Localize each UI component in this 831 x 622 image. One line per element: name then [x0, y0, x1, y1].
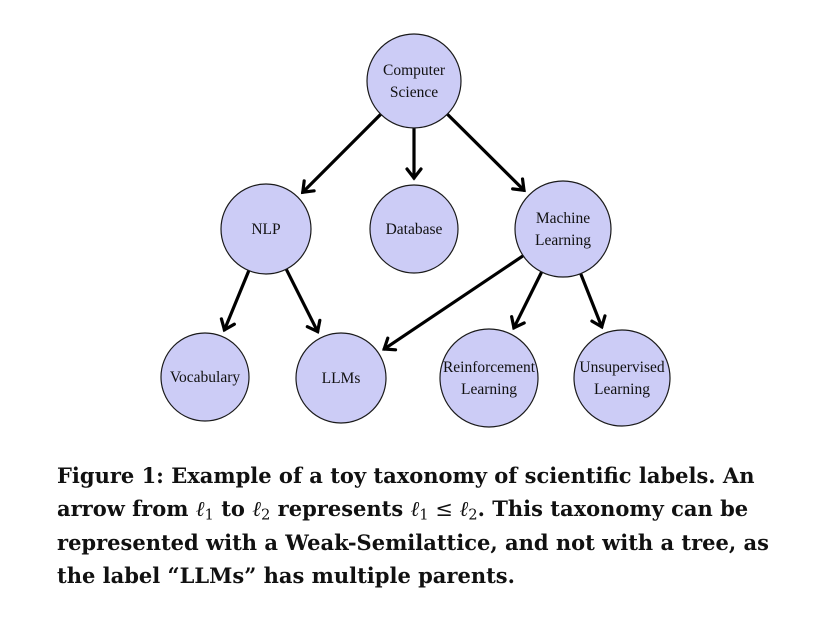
node-vocab: Vocabulary — [160, 332, 250, 422]
node-circle — [573, 329, 671, 427]
edge-ml-to-rl — [510, 271, 543, 331]
node-label: Vocabulary — [170, 369, 241, 386]
edges-layer — [219, 113, 607, 352]
math-leq: ≤ — [428, 497, 460, 521]
arrowhead — [590, 314, 607, 330]
edge-line — [446, 113, 526, 192]
edge-nlp-to-llms — [285, 268, 322, 334]
edge-ml-to-ul — [579, 272, 607, 330]
arrowhead — [219, 317, 236, 333]
caption-text: to — [213, 496, 253, 521]
caption-text: . This taxonomy can be — [477, 496, 749, 521]
node-label: Learning — [594, 381, 650, 398]
node-label: Science — [390, 84, 438, 101]
node-db: Database — [369, 184, 459, 274]
node-circle — [220, 183, 312, 275]
edge-nlp-to-vocab — [219, 269, 251, 333]
math-subscript: 1 — [419, 506, 429, 524]
math-subscript: 2 — [260, 506, 271, 524]
edge-ml-to-llms — [382, 254, 524, 352]
caption-line-4: the label “LLMs” has multiple parents. — [57, 563, 515, 588]
math-symbol: ℓ — [459, 497, 469, 521]
edge-line — [512, 271, 543, 330]
node-label: Learning — [461, 381, 517, 398]
caption-text: represents — [270, 496, 411, 521]
node-circle — [369, 184, 459, 274]
math-subscript: 1 — [204, 506, 214, 524]
node-circle — [514, 180, 612, 278]
node-circle — [295, 332, 387, 424]
arrowhead — [510, 315, 526, 331]
node-label: Learning — [535, 232, 591, 249]
caption-line-1: Figure 1: Example of a toy taxonomy of s… — [57, 463, 755, 488]
arrowhead — [405, 167, 423, 181]
edge-cs-to-nlp — [300, 113, 382, 195]
arrowhead — [382, 336, 398, 352]
node-label: Unsupervised — [579, 359, 664, 376]
math-symbol: ℓ — [410, 497, 420, 521]
math-symbol: ℓ — [195, 497, 205, 521]
node-circle — [160, 332, 250, 422]
node-label: Machine — [536, 210, 590, 227]
edge-cs-to-ml — [446, 113, 526, 193]
caption-line-3: represented with a Weak-Semilattice, and… — [57, 530, 769, 555]
caption-line-2: arrow from ℓ1 to ℓ2 represents ℓ1 ≤ ℓ2. … — [57, 492, 787, 526]
node-label: Reinforcement — [443, 359, 536, 376]
math-l1: ℓ1 — [195, 497, 214, 524]
arrowhead — [305, 318, 322, 334]
edge-cs-to-db — [405, 127, 423, 181]
node-label: Database — [386, 221, 443, 238]
arrowhead — [511, 177, 526, 193]
node-label: LLMs — [322, 370, 361, 387]
edge-line — [579, 272, 604, 329]
arrowhead — [300, 179, 316, 195]
math-l1: ℓ1 — [410, 497, 429, 524]
node-nlp: NLP — [220, 183, 312, 275]
node-llms: LLMs — [295, 332, 387, 424]
caption-text: arrow from — [57, 496, 196, 521]
math-subscript: 2 — [468, 506, 478, 524]
math-l2: ℓ2 — [459, 497, 478, 524]
math-symbol: ℓ — [252, 497, 261, 521]
edge-line — [382, 254, 524, 351]
edge-line — [285, 268, 320, 334]
node-label: Computer — [383, 62, 446, 79]
node-label: NLP — [251, 221, 280, 238]
node-circle — [366, 33, 462, 129]
math-l2: ℓ2 — [252, 497, 271, 524]
edge-line — [301, 113, 382, 194]
figure-caption: Figure 1: Example of a toy taxonomy of s… — [57, 459, 787, 592]
node-circle — [439, 328, 539, 428]
edge-line — [222, 269, 251, 332]
